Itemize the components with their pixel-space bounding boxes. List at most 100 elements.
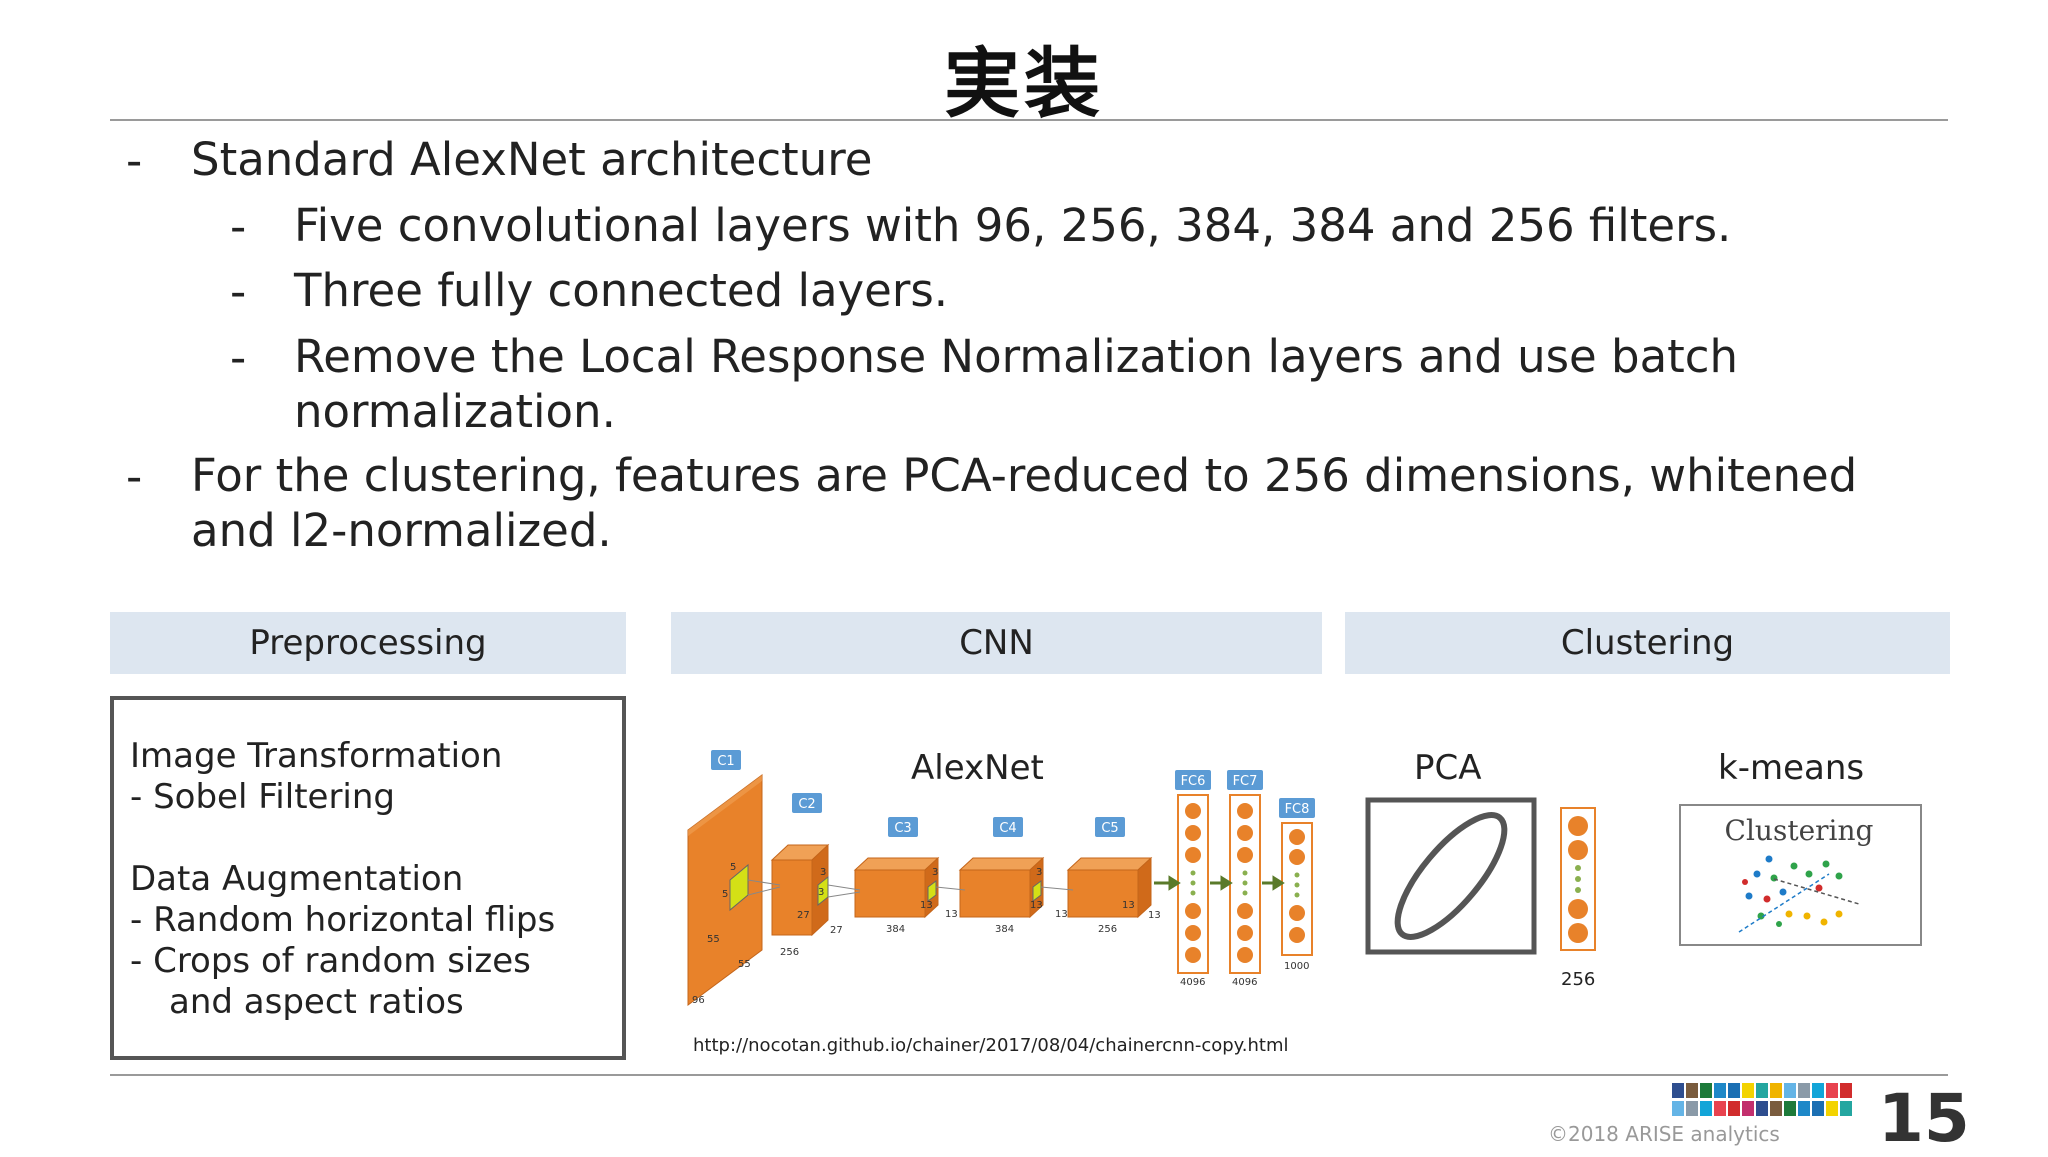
tag-c3: C3 — [894, 821, 911, 836]
dim-label: 3 — [818, 887, 824, 898]
logo-tile — [1812, 1083, 1824, 1098]
dim-label: 13 — [945, 909, 958, 920]
tag-c2: C2 — [798, 797, 815, 812]
logo-tile — [1812, 1101, 1824, 1116]
dim-label: 13 — [1055, 909, 1068, 920]
logo-tile — [1756, 1101, 1768, 1116]
conv3-block — [853, 856, 940, 919]
logo-tile — [1742, 1083, 1754, 1098]
pca-output-column — [1560, 807, 1596, 951]
dimension-labels: 55 5 5 55 96 27 3 3 27 256 13 3 13 384 1… — [692, 862, 1309, 1006]
alexnet-label: AlexNet — [911, 748, 1044, 788]
kmeans-image-title: Clustering — [1725, 814, 1874, 847]
bullet-dash: - — [126, 450, 143, 503]
bullet-lrn-line2: normalization. — [294, 385, 616, 438]
logo-tile — [1714, 1083, 1726, 1098]
dim-label: 55 — [707, 934, 720, 945]
logo-tile — [1686, 1083, 1698, 1098]
logo-tile — [1826, 1083, 1838, 1098]
dim-label: 27 — [797, 910, 810, 921]
logo-tile — [1672, 1083, 1684, 1098]
pca-dimension-label: 256 — [1561, 969, 1596, 990]
dim-label: 96 — [692, 995, 705, 1006]
footer-divider — [110, 1074, 1948, 1076]
bullet-dash: - — [230, 200, 247, 253]
logo-tile — [1770, 1101, 1782, 1116]
dim-label: 384 — [886, 924, 905, 935]
logo-tile — [1700, 1083, 1712, 1098]
cluster-points — [1742, 855, 1843, 927]
dim-label: 3 — [1036, 867, 1042, 878]
bullet-conv-layers: Five convolutional layers with 96, 256, … — [294, 199, 1732, 252]
logo-tile — [1798, 1101, 1810, 1116]
dim-label: 256 — [780, 947, 799, 958]
page-number: 15 — [1878, 1080, 1970, 1157]
dim-label: 13 — [1030, 900, 1043, 911]
aspect-ratios-label: and aspect ratios — [169, 982, 464, 1022]
layer-tags: C1 C2 C3 C4 C5 FC6 FC7 FC8 — [711, 750, 1315, 837]
tag-fc6: FC6 — [1181, 774, 1206, 789]
pca-label: PCA — [1414, 748, 1482, 788]
dim-label: 13 — [1148, 910, 1161, 921]
dim-label: 5 — [722, 889, 728, 900]
preprocessing-header: Preprocessing — [110, 612, 626, 674]
logo-tile — [1686, 1101, 1698, 1116]
fc6-size: 4096 — [1180, 977, 1205, 988]
arise-logo-mosaic — [1672, 1083, 1852, 1116]
logo-tile — [1728, 1101, 1740, 1116]
logo-tile — [1770, 1083, 1782, 1098]
bullet-pca-line1: For the clustering, features are PCA-red… — [191, 449, 1858, 502]
bullet-dash: - — [230, 331, 247, 384]
tag-fc7: FC7 — [1233, 774, 1258, 789]
dim-label: 3 — [932, 867, 938, 878]
logo-tile — [1840, 1083, 1852, 1098]
dim-label: 3 — [820, 867, 826, 878]
bullet-dash: - — [126, 134, 143, 187]
logo-tile — [1784, 1083, 1796, 1098]
kmeans-image: Clustering — [1679, 804, 1922, 946]
image-transformation-label: Image Transformation — [130, 736, 503, 776]
clustering-header: Clustering — [1345, 612, 1950, 674]
bullet-alexnet: Standard AlexNet architecture — [191, 133, 873, 186]
random-crops-label: - Crops of random sizes — [130, 941, 531, 981]
alexnet-diagram: C1 C2 C3 C4 C5 FC6 FC7 FC8 55 5 5 55 96 … — [687, 750, 1315, 1006]
dim-label: 55 — [738, 959, 751, 970]
logo-tile — [1826, 1101, 1838, 1116]
tag-c1: C1 — [717, 754, 734, 769]
fc6-column — [1177, 794, 1209, 974]
bullet-pca-line2: and l2-normalized. — [191, 504, 612, 557]
logo-tile — [1756, 1083, 1768, 1098]
logo-tile — [1728, 1083, 1740, 1098]
cnn-header: CNN — [671, 612, 1322, 674]
slide-title: 実装 — [944, 39, 1104, 128]
logo-tile — [1840, 1101, 1852, 1116]
kmeans-label: k-means — [1718, 748, 1865, 788]
copyright-text: ©2018 ARISE analytics — [1548, 1122, 1780, 1146]
pca-plot — [1365, 797, 1537, 955]
preprocessing-box — [110, 696, 626, 1060]
fc8-column — [1281, 822, 1313, 956]
dim-label: 5 — [730, 862, 736, 873]
fc7-size: 4096 — [1232, 977, 1257, 988]
conv5-block — [1066, 856, 1153, 919]
fc7-column — [1229, 794, 1261, 974]
conv2-block — [770, 843, 830, 937]
logo-tile — [1798, 1083, 1810, 1098]
source-url: http://nocotan.github.io/chainer/2017/08… — [693, 1035, 1289, 1056]
tag-c5: C5 — [1101, 821, 1118, 836]
dim-label: 27 — [830, 925, 843, 936]
logo-tile — [1784, 1101, 1796, 1116]
tag-fc8: FC8 — [1285, 802, 1310, 817]
dim-label: 13 — [1122, 900, 1135, 911]
fc8-size: 1000 — [1284, 961, 1309, 972]
conv1-block — [687, 774, 763, 1006]
sobel-filtering-label: - Sobel Filtering — [130, 777, 395, 817]
logo-tile — [1672, 1101, 1684, 1116]
dim-label: 256 — [1098, 924, 1117, 935]
fc-arrows — [1154, 875, 1285, 891]
bullet-dash: - — [230, 265, 247, 318]
tag-c4: C4 — [999, 821, 1016, 836]
logo-tile — [1700, 1101, 1712, 1116]
bullet-lrn-line1: Remove the Local Response Normalization … — [294, 330, 1739, 383]
logo-tile — [1714, 1101, 1726, 1116]
